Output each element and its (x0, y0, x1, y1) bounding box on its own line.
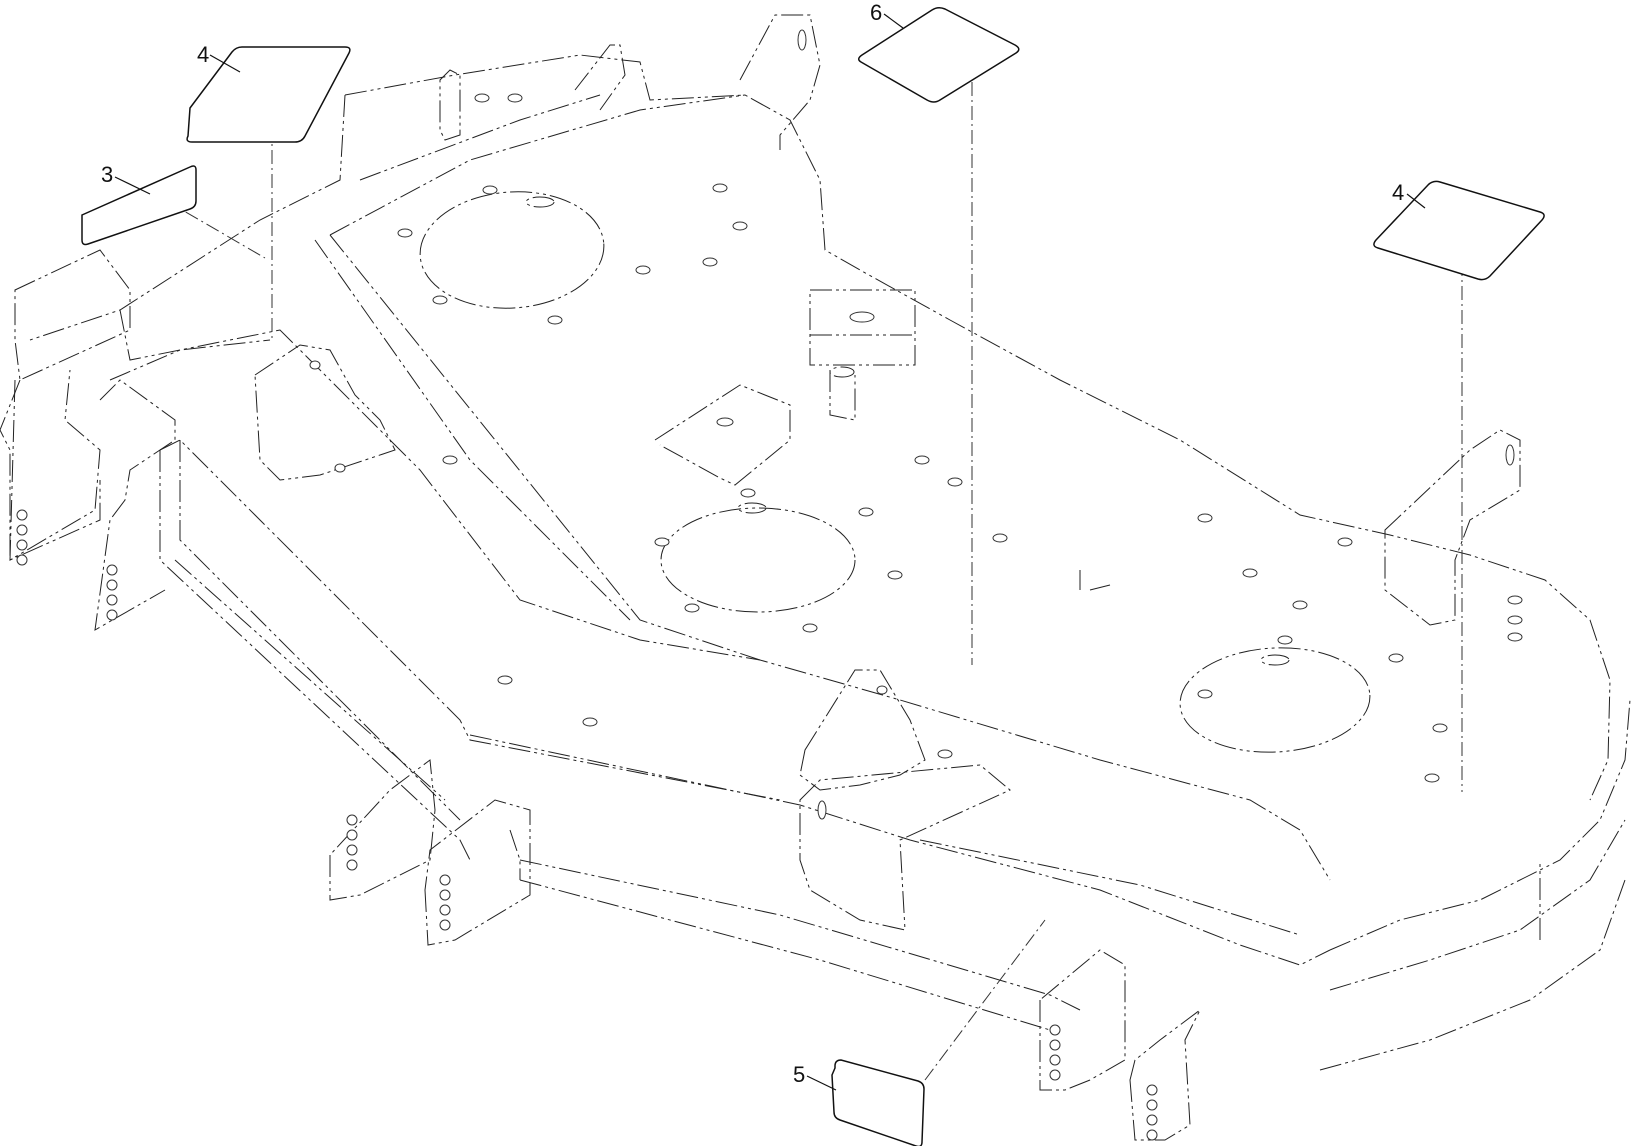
callouts: 4 3 6 4 5 (101, 0, 1426, 1091)
callout-label-6: 6 (870, 0, 882, 25)
deck-hanger-brackets (9, 14, 1521, 1141)
placement-lines (164, 82, 1463, 1081)
decal-6[interactable] (858, 6, 1020, 103)
callout-label-3: 3 (101, 162, 113, 187)
callout-label-4-right: 4 (1392, 180, 1404, 205)
decal-4-left[interactable] (186, 46, 351, 143)
decal-3[interactable] (81, 165, 197, 246)
callout-label-4-left: 4 (197, 42, 209, 67)
bolt-holes (397, 93, 1523, 783)
callout-label-5: 5 (793, 1062, 805, 1087)
center-components (654, 289, 1111, 591)
decals (81, 6, 1545, 1146)
blade-openings (419, 191, 1371, 753)
decal-5[interactable] (831, 1059, 925, 1146)
mower-deck (0, 54, 1631, 1071)
decal-4-right[interactable] (1373, 180, 1545, 281)
